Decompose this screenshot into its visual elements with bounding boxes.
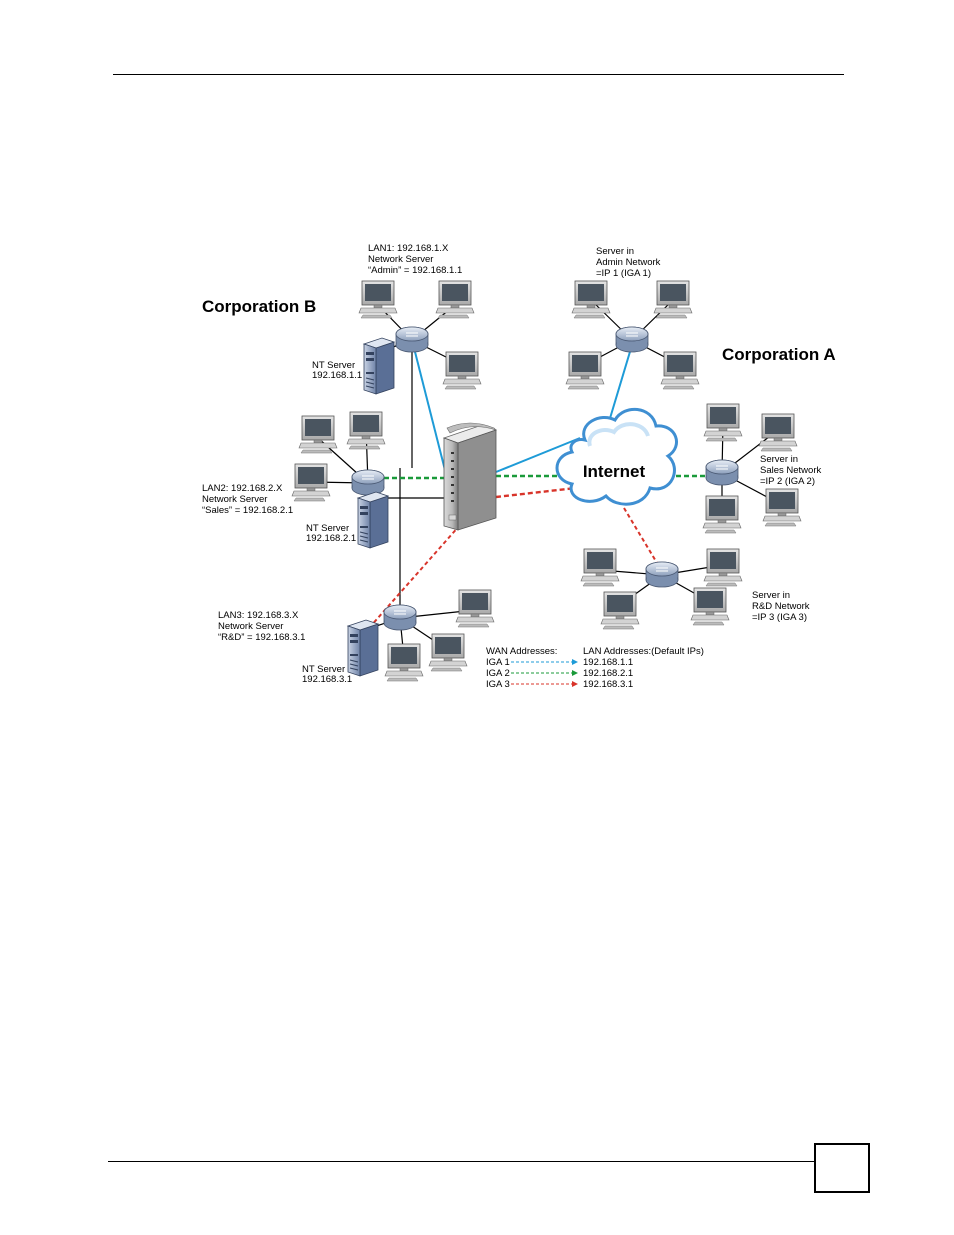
svg-text:“Admin” = 192.168.1.1: “Admin” = 192.168.1.1 <box>368 265 462 276</box>
address-legend: WAN Addresses: LAN Addresses:(Default IP… <box>486 646 704 690</box>
lan-addresses-header: LAN Addresses:(Default IPs) <box>583 646 704 657</box>
lan3-hub <box>383 604 417 631</box>
sales-hub <box>705 459 739 486</box>
nt-server-3-icon <box>347 619 379 677</box>
svg-text:Server in: Server in <box>760 454 798 465</box>
wan-addresses-header: WAN Addresses: <box>486 646 557 657</box>
rd-server-label: Server in R&D Network =IP 3 (IGA 3) <box>752 590 810 623</box>
corporation-a-title: Corporation A <box>722 345 836 364</box>
legend-lan2-ip: 192.168.2.1 <box>583 668 633 679</box>
svg-text:NT Server: NT Server <box>312 360 355 371</box>
svg-text:Network Server: Network Server <box>202 494 267 505</box>
corporation-b-title: Corporation B <box>202 297 316 316</box>
legend-iga1: IGA 1 <box>486 657 510 668</box>
svg-text:Admin Network: Admin Network <box>596 257 661 268</box>
lan1-hub <box>395 326 429 353</box>
admin-server-label: Server in Admin Network =IP 1 (IGA 1) <box>596 246 661 279</box>
internet-cloud-icon <box>555 407 678 506</box>
nt-server-3-label: NT Server 192.168.3.1 <box>302 664 352 685</box>
lan2-hub <box>351 469 385 496</box>
svg-text:192.168.2.1: 192.168.2.1 <box>306 533 356 544</box>
legend-iga3: IGA 3 <box>486 679 510 690</box>
svg-text:=IP 3 (IGA 3): =IP 3 (IGA 3) <box>752 612 807 623</box>
legend-iga2: IGA 2 <box>486 668 510 679</box>
lan1-label: LAN1: 192.168.1.X Network Server “Admin”… <box>368 243 462 276</box>
svg-text:Server in: Server in <box>752 590 790 601</box>
svg-text:Sales Network: Sales Network <box>760 465 821 476</box>
page-number-box <box>814 1143 870 1193</box>
header-rule <box>113 74 844 75</box>
nt-server-2-icon <box>357 491 389 549</box>
svg-text:NT Server: NT Server <box>306 523 349 534</box>
svg-text:192.168.1.1: 192.168.1.1 <box>312 370 362 381</box>
svg-text:=IP 1 (IGA 1): =IP 1 (IGA 1) <box>596 268 651 279</box>
svg-text:192.168.3.1: 192.168.3.1 <box>302 674 352 685</box>
lan3-label: LAN3: 192.168.3.X Network Server “R&D” =… <box>218 610 305 643</box>
admin-hub <box>615 326 649 353</box>
legend-lan1-ip: 192.168.1.1 <box>583 657 633 668</box>
internet-label: Internet <box>583 462 646 481</box>
svg-text:“R&D” = 192.168.3.1: “R&D” = 192.168.3.1 <box>218 632 305 643</box>
nt-server-1-icon <box>363 337 395 395</box>
svg-text:“Sales” = 192.168.2.1: “Sales” = 192.168.2.1 <box>202 505 293 516</box>
svg-text:LAN2: 192.168.2.X: LAN2: 192.168.2.X <box>202 483 283 494</box>
footer-rule <box>108 1161 814 1162</box>
svg-text:R&D Network: R&D Network <box>752 601 810 612</box>
svg-text:Network Server: Network Server <box>368 254 433 265</box>
legend-lan3-ip: 192.168.3.1 <box>583 679 633 690</box>
lan2-label: LAN2: 192.168.2.X Network Server “Sales”… <box>202 483 293 516</box>
svg-text:=IP 2 (IGA 2): =IP 2 (IGA 2) <box>760 476 815 487</box>
svg-text:LAN3: 192.168.3.X: LAN3: 192.168.3.X <box>218 610 299 621</box>
svg-text:LAN1: 192.168.1.X: LAN1: 192.168.1.X <box>368 243 449 254</box>
svg-text:NT Server: NT Server <box>302 664 345 675</box>
nt-server-1-label: NT Server 192.168.1.1 <box>312 360 362 381</box>
svg-text:Server in: Server in <box>596 246 634 257</box>
nt-server-2-label: NT Server 192.168.2.1 <box>306 523 356 544</box>
sales-server-label: Server in Sales Network =IP 2 (IGA 2) <box>760 454 821 487</box>
router-device-icon <box>442 422 498 531</box>
rd-hub <box>645 561 679 588</box>
svg-text:Network Server: Network Server <box>218 621 283 632</box>
